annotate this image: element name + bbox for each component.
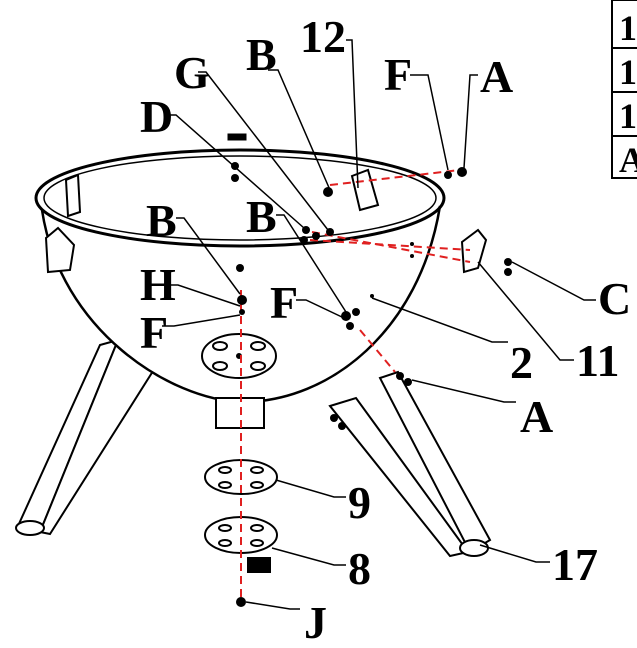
handle-inner-right [350, 168, 380, 212]
assembly-guide-lines [240, 169, 471, 600]
label-12: 12 [300, 11, 346, 62]
label-2: 2 [510, 337, 533, 388]
label-F-top: F [384, 49, 412, 100]
handle-left [44, 173, 82, 274]
fasteners [231, 162, 512, 607]
handle-bracket-11 [460, 228, 488, 274]
label-B-left: B [146, 195, 177, 246]
label-J: J [304, 597, 327, 643]
vent-disk-8 [204, 516, 278, 573]
leg-right [328, 370, 492, 558]
label-F-mid: F [270, 277, 298, 328]
label-A-right: A [520, 391, 553, 442]
label-C: C [598, 273, 631, 324]
label-9: 9 [348, 477, 371, 528]
leg-left [15, 338, 162, 536]
table-cell-3: 1 [619, 96, 637, 136]
label-8: 8 [348, 543, 371, 594]
bowl-vent [201, 333, 277, 379]
label-G: G [174, 47, 210, 98]
label-B-mid: B [246, 191, 277, 242]
table-cell-4: A [619, 140, 637, 180]
label-17: 17 [552, 539, 598, 590]
label-11: 11 [576, 335, 619, 386]
parts-table [611, 0, 637, 179]
label-B-top: B [246, 29, 277, 80]
label-H: H [140, 259, 176, 310]
label-D: D [140, 91, 173, 142]
table-cell-2: 1 [619, 52, 637, 92]
label-A-top: A [480, 51, 513, 102]
label-F-left: F [140, 307, 168, 358]
table-cell-1: 1 [619, 8, 637, 48]
leader-lines [162, 39, 596, 610]
